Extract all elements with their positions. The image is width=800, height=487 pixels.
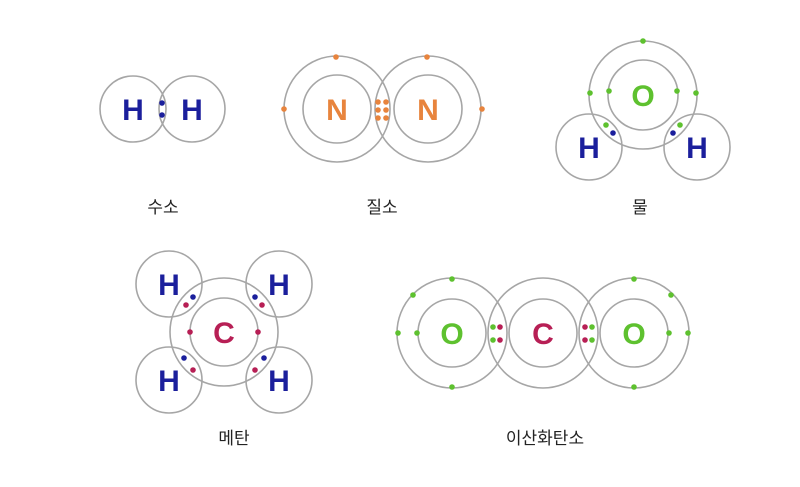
electron xyxy=(497,324,503,330)
electron xyxy=(383,107,389,113)
electron xyxy=(252,294,258,300)
electron xyxy=(610,130,616,136)
atom-shell-h-top-left xyxy=(135,250,203,318)
atom-symbol-h: H xyxy=(268,269,290,302)
electron xyxy=(159,100,165,106)
atom-shell-h-top-right xyxy=(245,250,313,318)
atom-shell-h-left xyxy=(555,113,623,181)
atom-symbol-h: H xyxy=(268,365,290,398)
electron xyxy=(674,88,680,94)
electron xyxy=(603,122,609,128)
molecule-water: O H H xyxy=(555,38,731,181)
electron xyxy=(449,384,455,390)
electron xyxy=(497,337,503,343)
molecule-label-methane: 메탄 xyxy=(218,429,250,449)
electron xyxy=(685,330,691,336)
electron xyxy=(587,90,593,96)
electron xyxy=(677,122,683,128)
atom-shell-h-left xyxy=(99,75,167,143)
atom-shell-c-outer xyxy=(487,277,599,389)
atom-shell-c-inner xyxy=(508,298,578,368)
atom-shell-h-bottom-right xyxy=(245,346,313,414)
electron xyxy=(183,302,189,308)
electron xyxy=(693,90,699,96)
electron xyxy=(670,130,676,136)
molecule-label-hydrogen: 수소 xyxy=(147,198,179,218)
molecule-label-carbon-dioxide: 이산화탄소 xyxy=(505,429,585,449)
electron xyxy=(490,337,496,343)
atom-symbol-h: H xyxy=(181,94,203,127)
electron xyxy=(589,337,595,343)
atom-shell-n-left-inner xyxy=(302,74,372,144)
electron xyxy=(383,115,389,121)
molecule-carbon-dioxide: O C O xyxy=(395,276,691,390)
electron xyxy=(375,107,381,113)
atom-shell-h-bottom-left xyxy=(135,346,203,414)
atom-symbol-o: O xyxy=(440,318,463,351)
electron xyxy=(383,99,389,105)
electron xyxy=(259,302,265,308)
electron xyxy=(375,115,381,121)
atom-shell-h-right xyxy=(663,113,731,181)
electron xyxy=(252,367,258,373)
electron xyxy=(424,54,430,60)
electron xyxy=(375,99,381,105)
molecule-hydrogen: H H xyxy=(99,75,226,143)
electron xyxy=(582,337,588,343)
electron xyxy=(181,355,187,361)
atom-symbol-h: H xyxy=(158,365,180,398)
atom-shell-c-outer xyxy=(169,277,279,387)
atom-symbol-o: O xyxy=(622,318,645,351)
atom-symbol-h: H xyxy=(686,132,708,165)
atom-symbol-c: C xyxy=(213,317,235,350)
molecule-label-water: 물 xyxy=(632,198,648,218)
electron xyxy=(631,276,637,282)
atom-shell-o-inner xyxy=(607,59,679,131)
atom-symbol-n: N xyxy=(326,94,348,127)
electron xyxy=(449,276,455,282)
atom-shell-n-right-inner xyxy=(393,74,463,144)
electron xyxy=(589,324,595,330)
electron xyxy=(190,294,196,300)
electron xyxy=(640,38,646,44)
molecule-label-nitrogen: 질소 xyxy=(366,198,398,218)
atom-symbol-h: H xyxy=(122,94,144,127)
electron xyxy=(410,292,416,298)
electron xyxy=(490,324,496,330)
electron xyxy=(666,330,672,336)
electron xyxy=(190,367,196,373)
atom-shell-h-right xyxy=(158,75,226,143)
electron xyxy=(414,330,420,336)
atom-symbol-n: N xyxy=(417,94,439,127)
atom-symbol-h: H xyxy=(158,269,180,302)
electron xyxy=(606,88,612,94)
electron xyxy=(668,292,674,298)
atom-symbol-o: O xyxy=(631,80,654,113)
electron xyxy=(479,106,485,112)
electron xyxy=(261,355,267,361)
electron xyxy=(281,106,287,112)
atom-symbol-c: C xyxy=(532,318,554,351)
electron xyxy=(333,54,339,60)
electron xyxy=(255,329,261,335)
electron xyxy=(159,112,165,118)
electron xyxy=(187,329,193,335)
atom-symbol-h: H xyxy=(578,132,600,165)
electron xyxy=(631,384,637,390)
electron xyxy=(582,324,588,330)
molecule-nitrogen: N N xyxy=(281,54,485,163)
electron xyxy=(395,330,401,336)
molecule-methane: C H H H H xyxy=(135,250,313,414)
